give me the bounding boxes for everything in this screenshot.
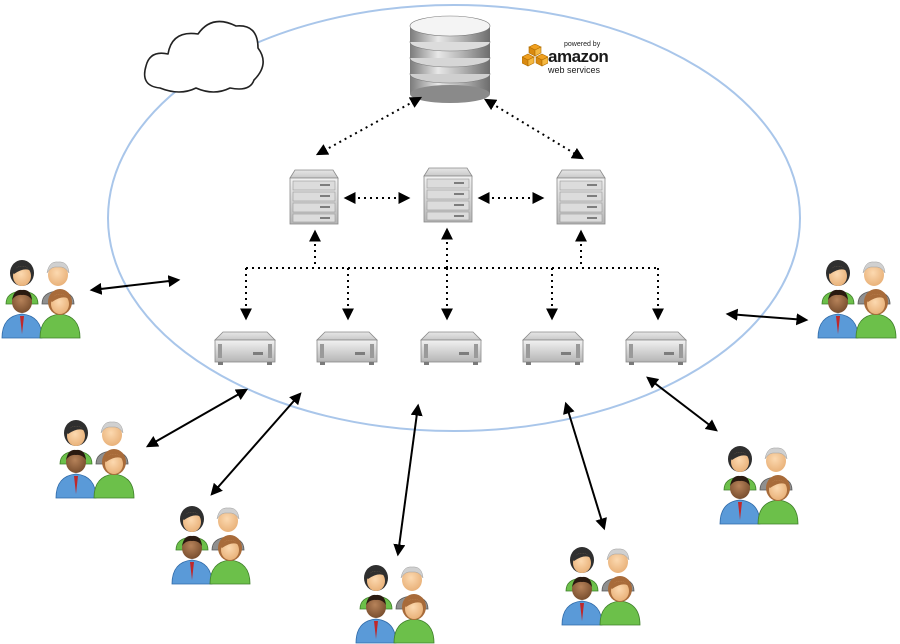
- aws-services-text: web services: [548, 65, 601, 75]
- aws-cubes-icon: [522, 44, 548, 67]
- user-group-icon: [719, 445, 799, 525]
- rack-server-icon: [625, 331, 687, 366]
- user-group-icon: [171, 505, 251, 585]
- left-users-arrow: [89, 275, 181, 295]
- bottom-center-users-arrow: [393, 403, 423, 557]
- rack-server-icon: [420, 331, 482, 366]
- tower-server-icon: [556, 169, 606, 225]
- database-cylinder-icon: [409, 15, 491, 103]
- rack-server-icon: [214, 331, 276, 366]
- low-left-users-arrow: [210, 392, 302, 496]
- user-group-icon: [817, 259, 897, 339]
- user-links: [89, 275, 809, 557]
- user-group-icon: [1, 259, 81, 339]
- bottom-right-users-arrow: [563, 401, 607, 531]
- db-to-tower-3-arrow: [483, 98, 585, 160]
- user-group-icon: [355, 564, 435, 644]
- user-group-icon: [55, 419, 135, 499]
- rack-server-icon: [316, 331, 378, 366]
- tower-server-icon: [289, 169, 339, 225]
- network-boundary-ellipse: [107, 4, 801, 432]
- lower-right-users-arrow: [646, 376, 718, 432]
- lower-left-users-arrow: [145, 388, 249, 448]
- user-group-icon: [561, 546, 641, 626]
- aws-brand-text: amazon: [548, 47, 609, 66]
- cloud-icon: [143, 20, 264, 93]
- db-to-tower-1-arrow: [315, 96, 423, 156]
- db-links: [240, 96, 664, 321]
- aws-powered-by-text: powered by: [564, 41, 601, 48]
- right-users-arrow: [725, 308, 809, 326]
- rack-server-icon: [522, 331, 584, 366]
- aws-logo: powered by amazon web services: [522, 40, 612, 76]
- tower-server-icon: [423, 167, 473, 223]
